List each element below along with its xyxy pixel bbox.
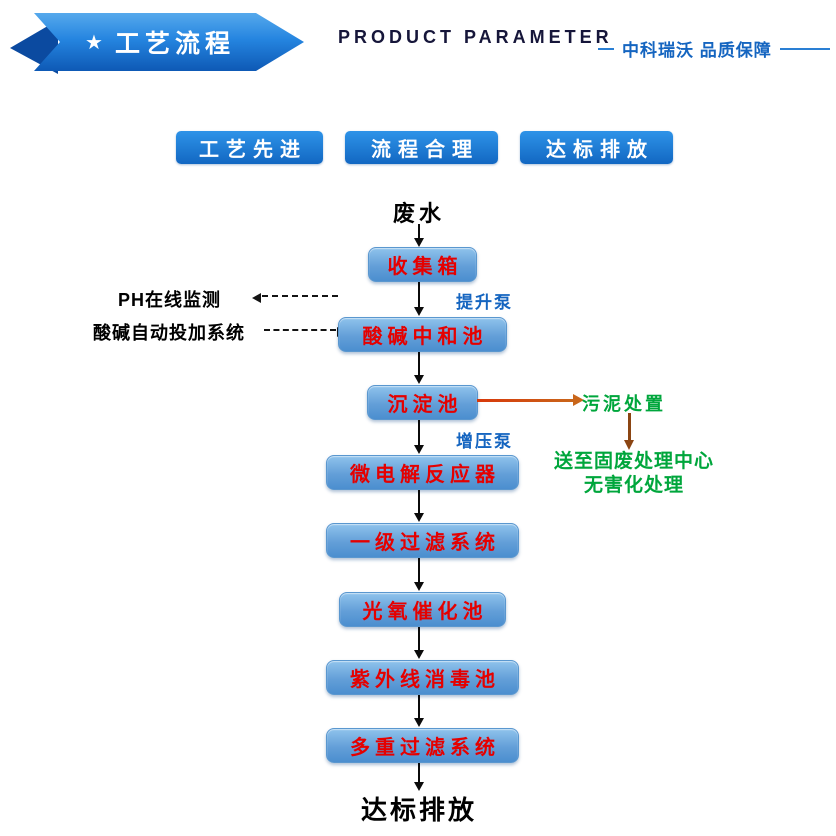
divider-line-left [598,47,614,50]
ph-monitor-label: PH在线监测 [118,290,222,310]
dosing-system-label: 酸碱自动投加系统 [93,323,245,343]
arrow-down-icon [414,224,424,247]
badge-advanced-process: 工艺先进 [176,131,323,164]
flow-result-label: 达标排放 [360,795,477,825]
flow-box-neutralization-tank: 酸碱中和池 [338,317,507,352]
flow-box-collection-tank: 收集箱 [368,247,477,282]
dashed-arrow-right-icon [264,327,346,337]
disposal-destination-line1: 送至固废处理中心 [553,451,714,472]
dashed-arrow-left-icon [252,293,338,303]
arrow-down-icon [414,420,424,454]
ribbon-banner: ★ 工艺流程 [6,10,306,76]
disposal-arrow-icon [624,413,634,450]
arrow-down-icon [414,627,424,659]
arrow-down-icon [414,282,424,316]
lift-pump-label: 提升泵 [456,293,513,312]
flow-box-uv-disinfection-tank: 紫外线消毒池 [326,660,519,695]
flow-box-microelectrolysis-reactor: 微电解反应器 [326,455,519,490]
arrow-down-icon [414,695,424,727]
flow-box-sedimentation-tank: 沉淀池 [367,385,478,420]
brand-tagline-text: 中科瑞沃 品质保障 [622,41,772,60]
booster-pump-label: 增压泵 [456,432,513,451]
ribbon-text: ★ 工艺流程 [52,12,268,72]
flow-box-multi-filter-system: 多重过滤系统 [326,728,519,763]
sludge-arrow-icon [477,394,584,406]
divider-line-right [779,47,830,50]
flow-box-photocatalytic-tank: 光氧催化池 [339,592,506,627]
flow-source-label: 废水 [392,201,445,226]
disposal-destination-label: 送至固废处理中心 无害化处理 [534,450,734,498]
brand-tagline: 中科瑞沃 品质保障 [598,36,830,61]
arrow-down-icon [414,558,424,591]
star-icon: ★ [85,31,103,54]
section-title: 工艺流程 [114,30,235,58]
arrow-down-icon [414,490,424,522]
arrow-down-icon [414,352,424,384]
badge-standard-discharge: 达标排放 [520,131,673,164]
sludge-disposal-label: 污泥处置 [582,394,666,414]
arrow-down-icon [414,763,424,791]
ribbon-shape [10,13,304,74]
disposal-destination-line2: 无害化处理 [583,475,684,496]
badge-reasonable-flow: 流程合理 [345,131,498,164]
product-parameter-title: PRODUCT PARAMETER [338,27,613,47]
flow-box-primary-filter-system: 一级过滤系统 [326,523,519,558]
